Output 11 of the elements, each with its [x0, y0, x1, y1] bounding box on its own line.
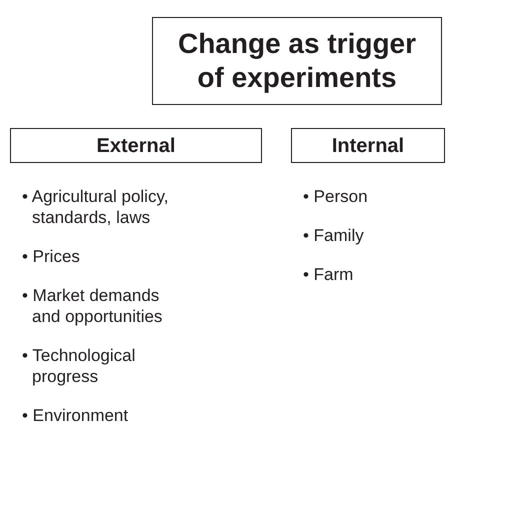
bullet-item: • Environment	[22, 405, 128, 426]
bullet-item: • Agricultural policy, standards, laws	[22, 186, 170, 228]
category-box: External	[10, 128, 262, 163]
bullet-item: • Market demands and opportunities	[22, 285, 164, 327]
bullet-item: • Technological progress	[22, 345, 136, 387]
category-box: Internal	[291, 128, 445, 163]
bullet-item: • Family	[303, 225, 364, 246]
bullet-item: • Farm	[303, 264, 354, 285]
bullet-item: • Person	[303, 186, 368, 207]
heading-box: Change as trigger of experiments	[152, 17, 442, 105]
bullet-item: • Prices	[22, 246, 80, 267]
